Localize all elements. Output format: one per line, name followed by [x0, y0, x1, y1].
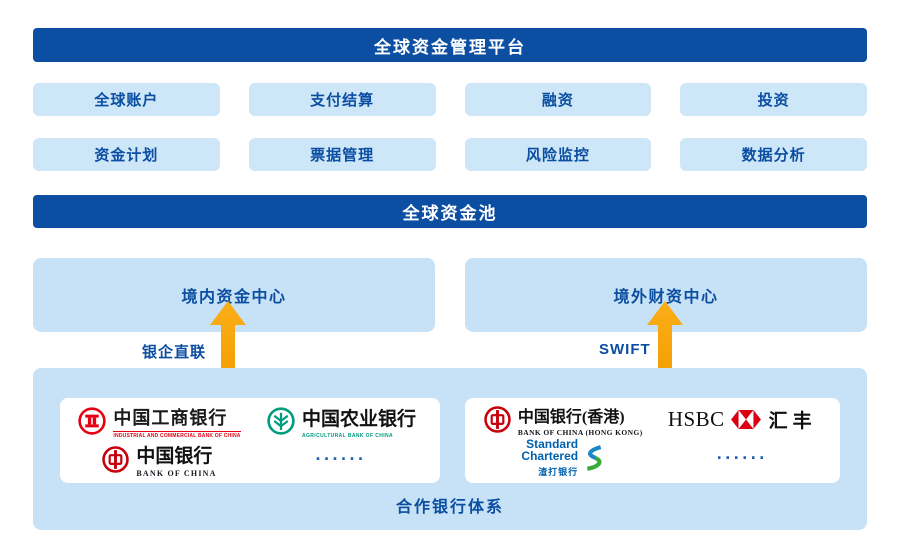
domestic-banks-row-2: 中国银行 BANK OF CHINA ...... [68, 441, 432, 478]
standard-chartered-s-icon [587, 445, 602, 471]
bank-boc-name-en: BANK OF CHINA [136, 468, 217, 478]
tile-data-analysis: 数据分析 [680, 138, 867, 171]
domestic-banks-box: 中国工商银行 INDUSTRIAL AND COMMERCIAL BANK OF… [60, 398, 440, 483]
abc-logo-icon [267, 407, 295, 435]
bank-bochk-text: 中国银行(香港) BANK OF CHINA (HONG KONG) [518, 403, 643, 437]
bank-icbc-name-cn: 中国工商银行 [113, 407, 228, 428]
platform-banner: 全球资金管理平台 [33, 28, 867, 62]
domestic-more-banks: ...... [250, 445, 432, 468]
bank-abc-text: 中国农业银行 AGRICULTURAL BANK OF CHINA [302, 404, 416, 439]
bank-bochk-name-en: BANK OF CHINA (HONG KONG) [517, 427, 643, 437]
tile-global-account: 全球账户 [33, 83, 220, 116]
bank-standard-chartered: Standard Chartered 渣打银行 [473, 438, 653, 478]
tile-bill-management: 票据管理 [248, 138, 436, 171]
bank-icbc-name-en: INDUSTRIAL AND COMMERCIAL BANK OF CHINA [113, 430, 241, 439]
domestic-more-dots: ...... [315, 444, 367, 464]
tile-fund-planning: 资金计划 [33, 138, 220, 171]
bank-scb-name-cn: 渣打银行 [538, 467, 579, 478]
module-row-2: 资金计划 票据管理 风险监控 数据分析 [33, 138, 867, 171]
partner-banks-panel: 中国工商银行 INDUSTRIAL AND COMMERCIAL BANK OF… [33, 368, 867, 530]
hsbc-hexagon-icon [730, 410, 761, 430]
icbc-logo-icon [78, 407, 107, 435]
bank-abc: 中国农业银行 AGRICULTURAL BANK OF CHINA [250, 404, 432, 439]
bank-hsbc-name-cn: 汇丰 [768, 411, 817, 433]
swift-label: SWIFT [599, 341, 651, 358]
bank-abc-name-en: AGRICULTURAL BANK OF CHINA [301, 432, 394, 439]
bank-icbc-text: 中国工商银行 INDUSTRIAL AND COMMERCIAL BANK OF… [113, 404, 241, 439]
bank-scb-text: Standard Chartered 渣打银行 [521, 438, 578, 478]
bank-hsbc: HSBC 汇丰 [653, 406, 833, 433]
overseas-banks-row-1: 中国银行(香港) BANK OF CHINA (HONG KONG) HSBC … [473, 403, 832, 437]
bank-direct-link-label: 银企直联 [141, 344, 206, 361]
bank-abc-name-cn: 中国农业银行 [301, 408, 416, 430]
domestic-banks-row-1: 中国工商银行 INDUSTRIAL AND COMMERCIAL BANK OF… [68, 404, 432, 439]
module-row-1: 全球账户 支付结算 融资 投资 [33, 83, 867, 116]
tile-payment-settlement: 支付结算 [248, 83, 436, 116]
bank-boc-text: 中国银行 BANK OF CHINA [136, 441, 216, 478]
overseas-more-banks: ...... [653, 444, 833, 467]
bank-boc: 中国银行 BANK OF CHINA [68, 441, 250, 478]
boc-logo-icon [102, 445, 130, 473]
overseas-banks-row-2: Standard Chartered 渣打银行 ...... [473, 438, 832, 478]
bank-hsbc-name-latin: HSBC [667, 407, 725, 432]
bank-bochk: 中国银行(香港) BANK OF CHINA (HONG KONG) [473, 403, 653, 437]
cash-pool-title: 全球资金池 [402, 204, 498, 223]
tile-investment: 投资 [680, 83, 867, 116]
overseas-banks-box: 中国银行(香港) BANK OF CHINA (HONG KONG) HSBC … [465, 398, 840, 483]
bank-scb-name-line1: Standard [526, 436, 579, 451]
overseas-more-dots: ...... [716, 442, 768, 463]
platform-title: 全球资金管理平台 [374, 37, 526, 57]
bank-bochk-name-cn: 中国银行(香港) [517, 408, 625, 426]
bank-icbc: 中国工商银行 INDUSTRIAL AND COMMERCIAL BANK OF… [68, 404, 250, 439]
tile-financing: 融资 [464, 83, 652, 116]
cash-pool-banner: 全球资金池 [33, 195, 867, 228]
bochk-logo-icon [484, 406, 511, 434]
bank-scb-name-line2: Chartered [521, 449, 579, 464]
partner-banks-title: 合作银行体系 [395, 499, 504, 516]
bank-boc-name-cn: 中国银行 [136, 445, 213, 467]
tile-risk-monitoring: 风险监控 [464, 138, 652, 171]
